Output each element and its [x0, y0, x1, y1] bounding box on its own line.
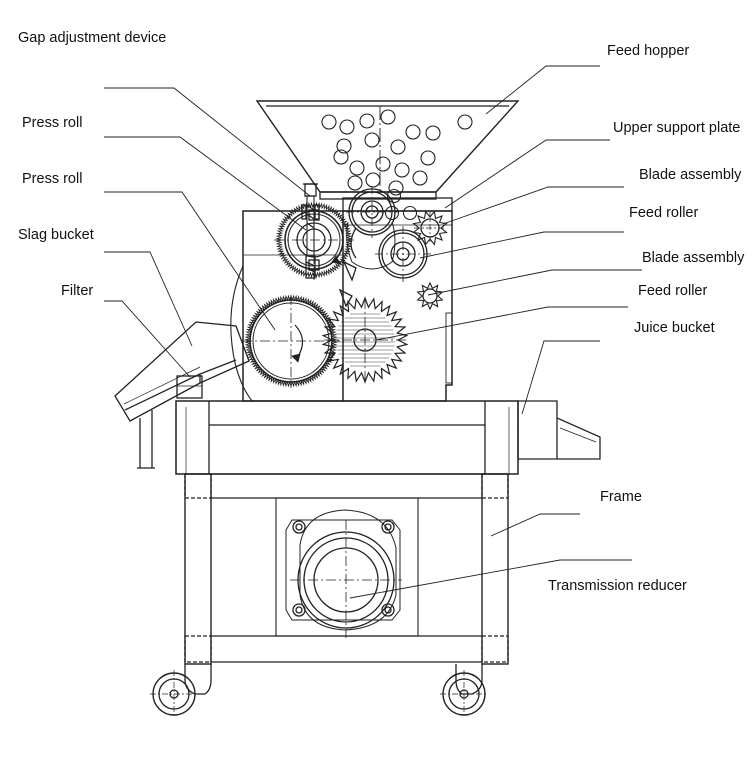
feed-roller-upper [346, 186, 398, 270]
feed-hopper [255, 100, 520, 221]
label-upper-support-plate: Upper support plate [613, 120, 741, 136]
fruit-piece [405, 124, 421, 140]
label-juice-bucket: Juice bucket [634, 320, 715, 336]
fruit-piece [402, 205, 418, 221]
transmission-reducer [285, 509, 402, 640]
label-blade-assembly-lower: Blade assembly [642, 250, 745, 266]
leader-lines [104, 65, 642, 599]
fruit-piece [321, 114, 337, 130]
juice-bucket [517, 400, 601, 460]
frame [175, 400, 519, 665]
label-blade-assembly-upper: Blade assembly [639, 167, 742, 183]
fruit-pieces [321, 109, 473, 221]
fruit-piece [339, 119, 355, 135]
slag-bucket [114, 321, 250, 469]
label-feed-roller-upper: Feed roller [629, 205, 699, 221]
top-press-roll [274, 200, 354, 280]
fruit-piece [364, 132, 380, 148]
fruit-piece [365, 172, 381, 188]
label-press-roll-upper: Press roll [22, 115, 83, 131]
upper-support-plate [342, 197, 453, 212]
fruit-piece [412, 170, 428, 186]
caster-left [150, 664, 212, 718]
fruit-piece [390, 139, 406, 155]
fruit-piece [386, 188, 402, 204]
fruit-piece [420, 150, 436, 166]
fruit-piece [380, 109, 396, 125]
fruit-piece [347, 175, 363, 191]
fruit-piece [394, 162, 410, 178]
fruit-piece [336, 138, 352, 154]
label-gap-adjustment-device: Gap adjustment device [18, 30, 167, 46]
feed-roller-lower [375, 226, 431, 282]
label-feed-roller-lower: Feed roller [638, 283, 708, 299]
fruit-piece [388, 180, 404, 196]
label-frame: Frame [600, 489, 642, 505]
fruit-piece [384, 205, 400, 221]
fruit-piece [375, 156, 391, 172]
fruit-piece [333, 149, 349, 165]
blade-assembly-upper [412, 210, 448, 246]
fruit-piece [359, 113, 375, 129]
blade-assembly-lower-teeth [416, 281, 444, 311]
label-transmission-reducer: Transmission reducer [548, 578, 687, 594]
blade-assembly-lower [338, 227, 444, 311]
fruit-piece [457, 114, 473, 130]
bottom-press-roll [242, 294, 340, 388]
label-filter: Filter [61, 283, 94, 299]
label-feed-hopper: Feed hopper [607, 43, 690, 59]
label-slag-bucket: Slag bucket [18, 227, 94, 243]
fruit-piece [349, 160, 365, 176]
caster-right [440, 664, 488, 718]
label-press-roll-lower: Press roll [22, 171, 83, 187]
fruit-piece [425, 125, 441, 141]
